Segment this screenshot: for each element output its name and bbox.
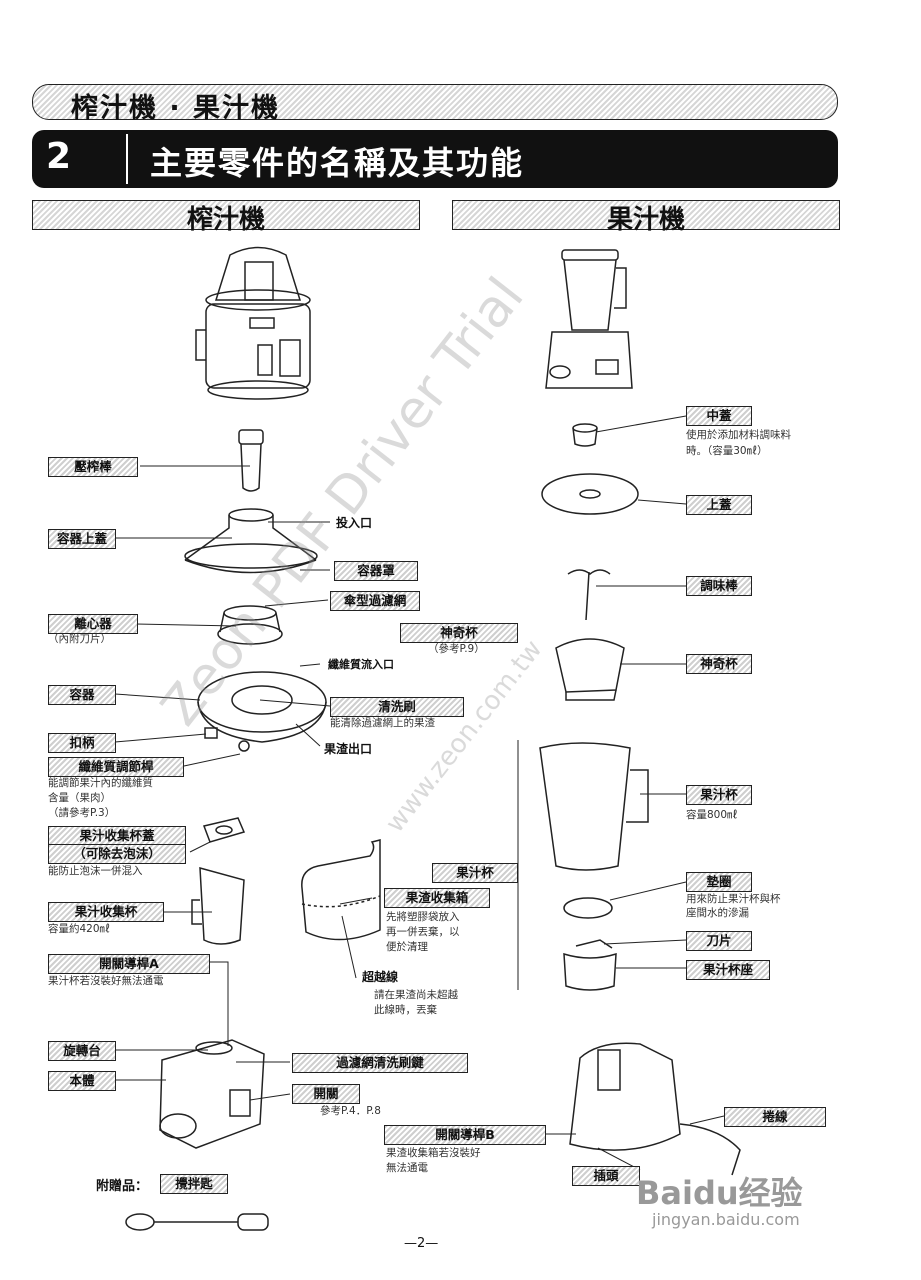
label-juice-cup-left: 果汁收集杯 (48, 902, 164, 922)
left-column-title: 榨汁機 (186, 205, 265, 235)
note-magic-cup-left: （參考P.9） (428, 643, 485, 655)
label-overflow-line: 超越線 (362, 970, 399, 984)
label-cord: 捲線 (724, 1107, 826, 1127)
note-fiber-lever-3: （請參考P.3） (48, 807, 116, 819)
note-overflow-2: 此線時，丟棄 (374, 1004, 437, 1016)
juicer-base-illustration (159, 1039, 265, 1149)
section-divider (126, 134, 128, 184)
label-press-rod: 壓榨棒 (48, 457, 138, 477)
label-stir-spoon: 攪拌匙 (160, 1174, 228, 1194)
note-middle-lid-2: 時。（容量30㎖） (686, 445, 768, 457)
note-overflow-1: 請在果渣尚未超越 (374, 989, 458, 1001)
label-magic-cup-right: 神奇杯 (686, 654, 752, 674)
label-container-cover: 容器罩 (334, 561, 418, 581)
note-cleaning-brush: 能清除過濾網上的果渣 (330, 717, 435, 729)
label-fiber-inlet: 纖維質流入口 (328, 658, 394, 671)
top-lid-illustration (541, 473, 639, 515)
note-switch: 參考P.4．P.8 (320, 1105, 381, 1117)
press-rod-illustration (238, 429, 264, 492)
label-cup-lid-2: （可除去泡沫） (48, 844, 186, 864)
top-title: 榨汁機 · 果汁機 (71, 93, 281, 124)
label-clasp: 扣柄 (48, 733, 116, 753)
pulp-box-illustration (301, 839, 381, 941)
stir-spoon-illustration (125, 1213, 269, 1231)
label-cup-base: 果汁杯座 (686, 960, 770, 980)
label-filter-brush-key: 過濾網清洗刷鍵 (292, 1053, 468, 1073)
baidu-url: jingyan.baidu.com (652, 1210, 800, 1229)
section-banner: 2 主要零件的名稱及其功能 (32, 130, 838, 188)
right-column-heading: 果汁機 (452, 200, 840, 235)
label-accessory: 附贈品： (96, 1179, 149, 1194)
centrifuge-illustration (217, 605, 283, 645)
froth-lid-illustration (202, 817, 246, 843)
label-centrifuge: 離心器 (48, 614, 138, 634)
label-pulp-box: 果渣收集箱 (384, 888, 490, 908)
left-column-heading: 榨汁機 (32, 200, 420, 235)
label-switch: 開關 (292, 1084, 360, 1104)
label-umbrella-filter: 傘型過濾網 (330, 591, 420, 611)
collection-cup-illustration (191, 867, 245, 945)
stir-rod-illustration (567, 569, 611, 621)
blender-base-illustration (569, 1042, 741, 1176)
label-inlet: 投入口 (336, 516, 373, 530)
label-juice-cup-right: 果汁杯 (686, 785, 752, 805)
page-number: —2— (404, 1236, 439, 1251)
label-middle-lid: 中蓋 (686, 406, 752, 426)
gasket-illustration (563, 897, 613, 919)
juicer-assembled-illustration (195, 246, 311, 400)
label-pulp-cup-header: 果汁杯 (432, 863, 518, 883)
note-gasket-1: 用來防止果汁杯與杯 (686, 893, 781, 905)
top-title-banner: 榨汁機 · 果汁機 (32, 84, 838, 124)
label-blade: 刀片 (686, 931, 752, 951)
label-container: 容器 (48, 685, 116, 705)
note-centrifuge: （內附刀片） (48, 633, 111, 645)
label-switch-guide-a: 開關導桿A (48, 954, 210, 974)
label-fiber-lever: 纖維質調節桿 (48, 757, 184, 777)
note-switch-guide-b-2: 無法通電 (386, 1162, 428, 1174)
label-top-lid: 上蓋 (686, 495, 752, 515)
label-turntable: 旋轉台 (48, 1041, 116, 1061)
note-gasket-2: 座間水的滲漏 (686, 907, 749, 919)
baidu-logo: Baidu经验 (636, 1174, 803, 1212)
note-cup-lid: 能防止泡沫一併混入 (48, 865, 143, 877)
note-juice-cup-left: 容量約420㎖ (48, 923, 111, 935)
label-stir-rod: 調味棒 (686, 576, 752, 596)
label-switch-guide-b: 開關導桿B (384, 1125, 546, 1145)
container-illustration (197, 671, 327, 752)
note-fiber-lever-1: 能調節果汁內的纖維質 (48, 777, 153, 789)
label-plug: 插頭 (572, 1166, 640, 1186)
label-body: 本體 (48, 1071, 116, 1091)
label-gasket: 墊圈 (686, 872, 752, 892)
blender-magic-cup-illustration (555, 638, 625, 701)
section-number: 2 (46, 136, 72, 177)
container-lid-illustration (184, 508, 318, 574)
middle-lid-illustration (572, 423, 598, 447)
note-juice-cup-right: 容量800㎖ (686, 809, 738, 821)
note-switch-guide-b-1: 果渣收集箱若沒裝好 (386, 1147, 481, 1159)
right-column-title: 果汁機 (606, 205, 685, 235)
label-cup-lid-1: 果汁收集杯蓋 (48, 826, 186, 846)
note-middle-lid-1: 使用於添加材料調味料 (686, 429, 791, 441)
blender-assembled-illustration (545, 249, 633, 389)
note-pulp-box-2: 再一併丟棄，以 (386, 926, 460, 938)
section-title: 主要零件的名稱及其功能 (150, 144, 525, 182)
note-pulp-box-1: 先將塑膠袋放入 (386, 911, 460, 923)
label-container-lid: 容器上蓋 (48, 529, 116, 549)
note-switch-guide-a: 果汁杯若沒裝好無法通電 (48, 975, 164, 987)
note-fiber-lever-2: 含量（果肉） (48, 792, 111, 804)
pitcher-illustration (539, 742, 649, 871)
label-pulp-outlet: 果渣出口 (324, 742, 373, 756)
label-magic-cup-left: 神奇杯 (400, 623, 518, 643)
note-pulp-box-3: 便於清理 (386, 941, 428, 953)
label-cleaning-brush: 清洗刷 (330, 697, 464, 717)
blade-base-illustration (563, 939, 617, 991)
